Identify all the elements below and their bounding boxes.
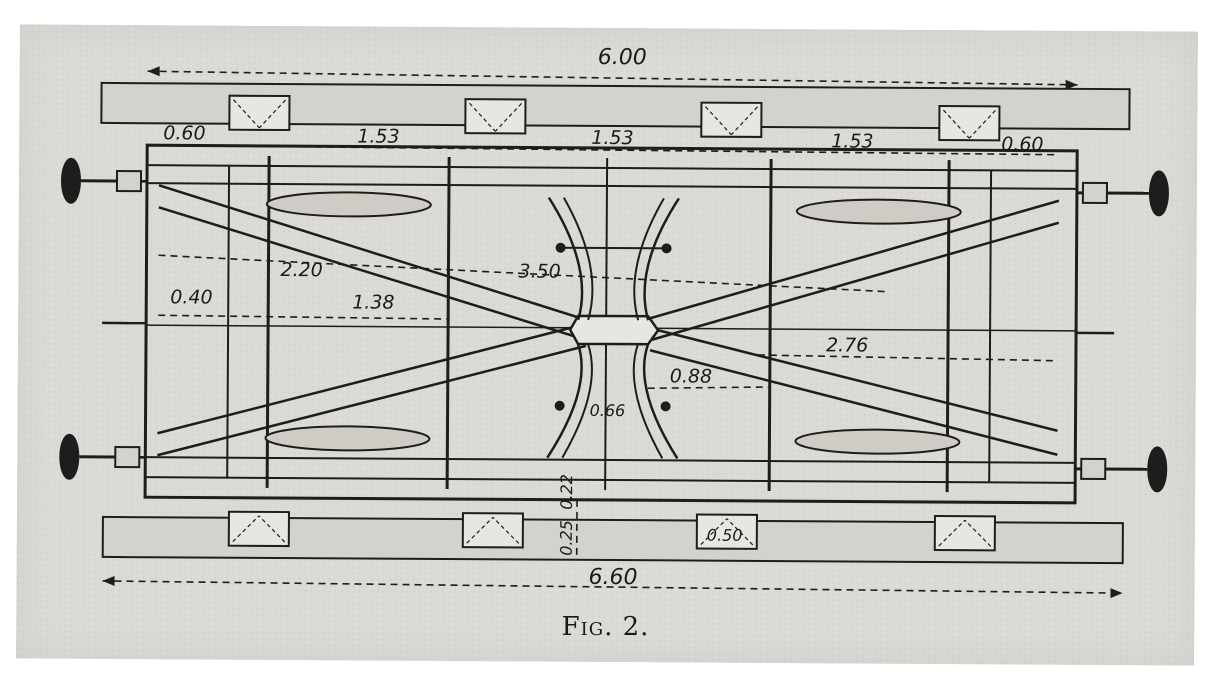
dim-bay-3: 1.53 xyxy=(831,130,873,152)
bracket-plate xyxy=(227,510,290,548)
dim-plate-label: 0.50 xyxy=(707,526,743,545)
top-brackets xyxy=(228,94,1001,142)
dim-arrows xyxy=(102,66,1123,599)
dim-right-inner: 2.76 xyxy=(826,334,868,356)
dim-left-inner: 1.38 xyxy=(352,291,394,313)
leaf-spring xyxy=(546,343,583,459)
dim-line-center-right xyxy=(647,386,770,390)
buffer-head xyxy=(59,433,80,480)
bracket-plate xyxy=(228,94,291,132)
dim-left-offset: 0.40 xyxy=(170,286,212,308)
cross-member xyxy=(988,170,993,483)
bottom-beam xyxy=(101,515,1124,565)
bracket-plate xyxy=(700,101,763,138)
frame-rail xyxy=(147,164,1078,172)
frame-rail xyxy=(145,456,1076,464)
bracket-plate xyxy=(938,105,1001,142)
buffer-casing xyxy=(114,445,141,469)
cross-member xyxy=(445,157,451,490)
dim-line-overall-bottom xyxy=(102,580,1123,594)
dim-center-right: 0.88 xyxy=(670,365,712,387)
leaf-spring xyxy=(633,197,665,321)
cross-member xyxy=(265,155,271,488)
drawing-plate: 6.00 6.60 0.60 1.53 1.53 1.53 0.60 2.20 … xyxy=(16,24,1198,666)
brake-disc xyxy=(265,191,432,218)
buffer-casing xyxy=(115,169,143,193)
leaf-spring xyxy=(642,343,679,460)
buffer-head xyxy=(60,157,81,204)
bracket-plate xyxy=(695,513,758,550)
diagonal-brace xyxy=(649,199,1060,320)
bracket-plate xyxy=(461,512,524,549)
wagon-underframe-drawing: 6.00 6.60 0.60 1.53 1.53 1.53 0.60 2.20 … xyxy=(16,24,1198,666)
diagonal-brace xyxy=(157,322,587,435)
dim-line-bays xyxy=(159,144,1060,156)
top-beam xyxy=(100,81,1131,131)
leaf-spring xyxy=(561,343,593,459)
buffer-casing xyxy=(1080,457,1107,481)
spring-pin xyxy=(660,401,671,412)
dim-center-small: 0.66 xyxy=(590,401,626,420)
bottom-brackets xyxy=(227,510,996,552)
diagonal-brace xyxy=(649,327,1058,432)
bracket-plate xyxy=(933,515,996,552)
diagonal-brace xyxy=(158,206,587,342)
dim-bay-2: 1.53 xyxy=(591,127,633,149)
brake-disc xyxy=(794,428,961,455)
leaf-spring xyxy=(632,343,664,459)
center-plate xyxy=(568,314,660,346)
bracket-plate xyxy=(464,98,527,135)
buffer-head xyxy=(1148,170,1169,217)
buffer-head xyxy=(1147,446,1168,493)
dim-bottom-a: 0.22 xyxy=(557,474,576,510)
dim-end-right: 0.60 xyxy=(1001,133,1043,155)
spring-pin xyxy=(554,400,565,411)
frame-rail xyxy=(145,476,1076,484)
leaf-spring xyxy=(643,197,680,321)
dim-overall-bottom: 6.60 xyxy=(589,565,638,590)
dim-bay-1: 1.53 xyxy=(357,125,399,147)
spring-link xyxy=(558,246,669,250)
diagonal-brace xyxy=(157,344,587,457)
dim-line-right xyxy=(757,354,1058,362)
diagonal-brace xyxy=(649,349,1058,456)
figure-caption: Fig. 2. xyxy=(561,612,650,642)
main-frame xyxy=(143,143,1079,505)
dim-diag-left: 2.20 xyxy=(280,259,322,281)
dim-line-center xyxy=(158,254,889,293)
dim-end-left: 0.60 xyxy=(163,122,205,144)
cross-member xyxy=(767,158,773,492)
dim-bottom-b: 0.25 xyxy=(557,520,576,556)
diagonal-brace xyxy=(158,184,587,322)
brake-disc xyxy=(264,425,431,452)
spring-pin xyxy=(661,243,672,254)
dim-line-left xyxy=(158,314,449,320)
leaf-spring xyxy=(563,197,594,321)
buffer-casing xyxy=(1081,181,1109,205)
diagonal-brace xyxy=(649,221,1060,342)
spring-pin xyxy=(555,242,566,253)
leaf-spring xyxy=(547,196,584,321)
dim-center-span: 3.50 xyxy=(518,260,560,282)
brake-disc xyxy=(795,198,962,225)
cross-member xyxy=(226,165,231,478)
frame-rail xyxy=(146,182,1077,190)
dim-overall-top: 6.00 xyxy=(598,45,647,70)
